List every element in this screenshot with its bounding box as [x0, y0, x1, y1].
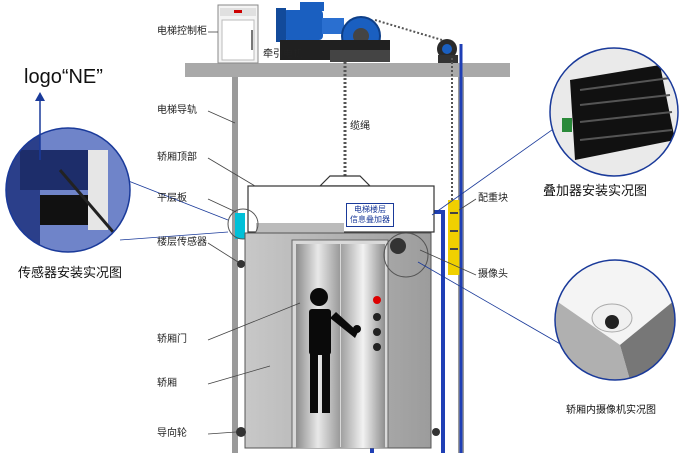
label-camera: 摄像头	[478, 269, 508, 280]
camera-callout-circle	[383, 232, 429, 278]
diverter-pulley-icon	[437, 39, 458, 63]
callout-leaders	[119, 31, 567, 435]
logo-caption: logo“NE”	[24, 66, 103, 88]
label-control-cabinet: 电梯控制柜	[157, 26, 207, 37]
sensor-photo-frame	[5, 127, 131, 253]
logo-arrow-head	[35, 92, 45, 101]
traction-motor-icon	[276, 2, 390, 62]
sensor-wheel-icon	[237, 260, 245, 268]
button-panel	[373, 296, 381, 351]
car-top-roof	[318, 175, 372, 187]
guide-wheel-icon-right	[432, 428, 440, 436]
label-car-top: 轿厢顶部	[157, 152, 197, 163]
label-floor-sensor: 楼层传感器	[157, 237, 207, 248]
sensor-photo-caption: 传感器安装实况图	[18, 266, 123, 281]
camera-icon	[390, 238, 406, 254]
passenger-icon	[309, 288, 361, 413]
camera-photo	[555, 260, 675, 380]
overlay-photo	[550, 48, 678, 176]
camera-photo-caption: 轿厢内摄像机实况图	[566, 405, 656, 416]
counterweight-block	[448, 200, 460, 275]
camera-photo-frame	[554, 259, 676, 381]
label-car: 轿厢	[157, 378, 177, 389]
overlay-box-line1: 电梯楼层	[354, 205, 386, 214]
label-traction-motor: 牵引电机	[263, 49, 303, 60]
label-leveling-plate: 平层板	[157, 193, 187, 204]
overlay-device	[256, 223, 344, 233]
label-guide-rail: 电梯导轨	[157, 105, 197, 116]
leveling-plate	[235, 213, 245, 239]
guide-wheel-icon	[236, 427, 246, 437]
label-guide-wheel: 导向轮	[157, 428, 187, 439]
overlay-photo-frame	[549, 47, 679, 177]
label-counterweight: 配重块	[478, 193, 508, 204]
machine-room-slab	[185, 63, 510, 77]
overlay-box-label: 电梯楼层 信息叠加器	[346, 203, 394, 227]
overlay-photo-caption: 叠加器安装实况图	[543, 184, 648, 199]
overlay-box-line2: 信息叠加器	[350, 215, 390, 224]
label-car-door: 轿厢门	[157, 334, 187, 345]
control-cabinet-icon	[217, 4, 259, 64]
rope-top	[374, 19, 443, 41]
label-rope: 缆绳	[350, 121, 370, 132]
leveling-callout-circle	[227, 208, 259, 240]
sensor-photo	[6, 128, 130, 252]
shaft-wall-left	[232, 77, 238, 453]
